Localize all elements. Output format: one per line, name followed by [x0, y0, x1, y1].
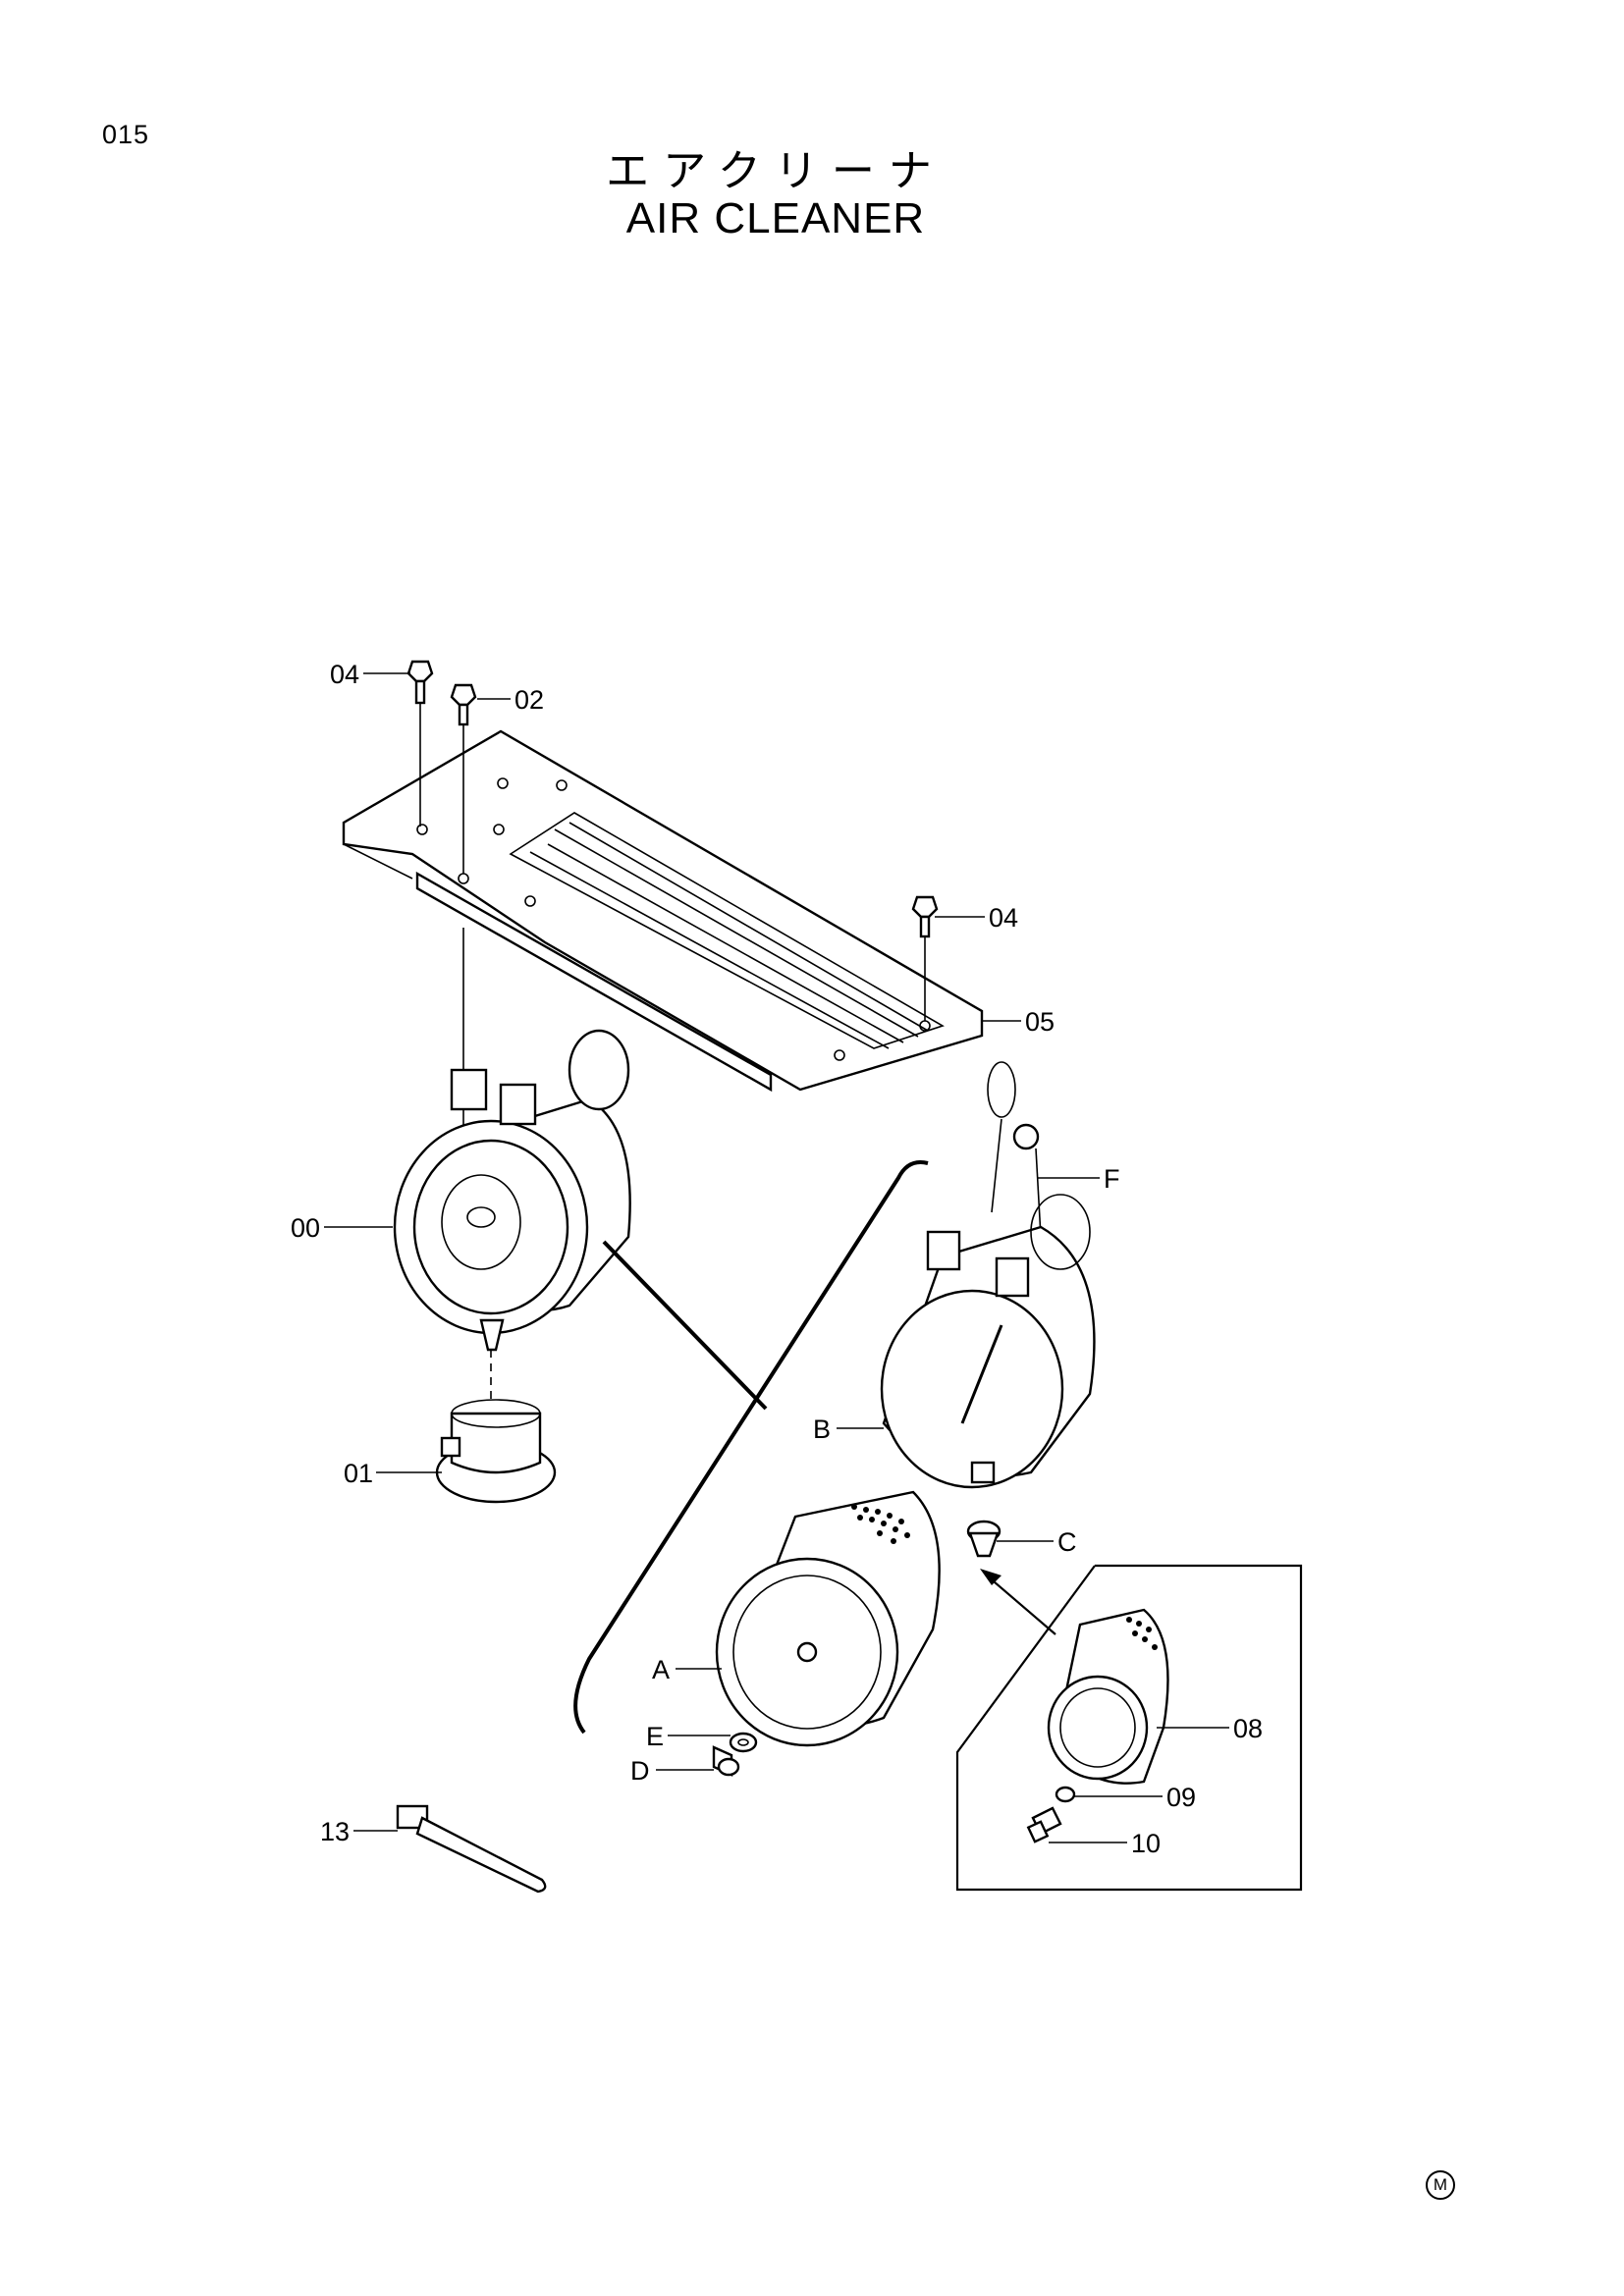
callout-13: 13 — [320, 1817, 350, 1846]
leader-lines — [324, 672, 1229, 1843]
title-english: AIR CLEANER — [625, 194, 926, 242]
bolt-04-right — [911, 895, 939, 1021]
callout-e: E — [646, 1722, 664, 1751]
inner-element-08 — [1047, 1608, 1169, 1785]
callout-01: 01 — [344, 1459, 373, 1488]
callout-02: 02 — [514, 685, 544, 715]
maker-mark: M — [1426, 2170, 1455, 2200]
callout-08: 08 — [1233, 1714, 1263, 1743]
callout-f: F — [1104, 1164, 1120, 1194]
callout-00: 00 — [291, 1213, 320, 1243]
cable-tie-13 — [396, 1804, 547, 1894]
wing-nut-d — [712, 1745, 740, 1777]
callout-09: 09 — [1166, 1783, 1196, 1812]
dust-cup — [435, 1399, 557, 1504]
inner-kit-frame — [955, 1564, 1303, 1892]
fitting-10 — [1026, 1806, 1062, 1843]
callout-b: B — [813, 1415, 831, 1444]
o-ring-09 — [1055, 1786, 1076, 1803]
callout-c: C — [1057, 1527, 1077, 1557]
air-cleaner-assembly — [393, 1029, 631, 1399]
washer-e — [729, 1732, 758, 1753]
valve-c — [966, 1520, 1001, 1558]
callout-10: 10 — [1131, 1829, 1161, 1858]
bolt-02 — [450, 683, 477, 874]
indicator-f — [987, 1061, 1042, 1238]
callout-04-right: 04 — [989, 903, 1018, 933]
callout-d: D — [630, 1756, 650, 1786]
housing-b — [880, 1194, 1096, 1489]
callout-05: 05 — [1025, 1007, 1055, 1037]
mounting-bracket — [342, 729, 984, 1093]
callout-04-left: 04 — [330, 660, 359, 689]
callout-a: A — [652, 1655, 670, 1684]
element-a — [715, 1490, 941, 1747]
page-number: 015 — [102, 120, 150, 149]
title-japanese: エアクリーナ — [606, 146, 946, 196]
